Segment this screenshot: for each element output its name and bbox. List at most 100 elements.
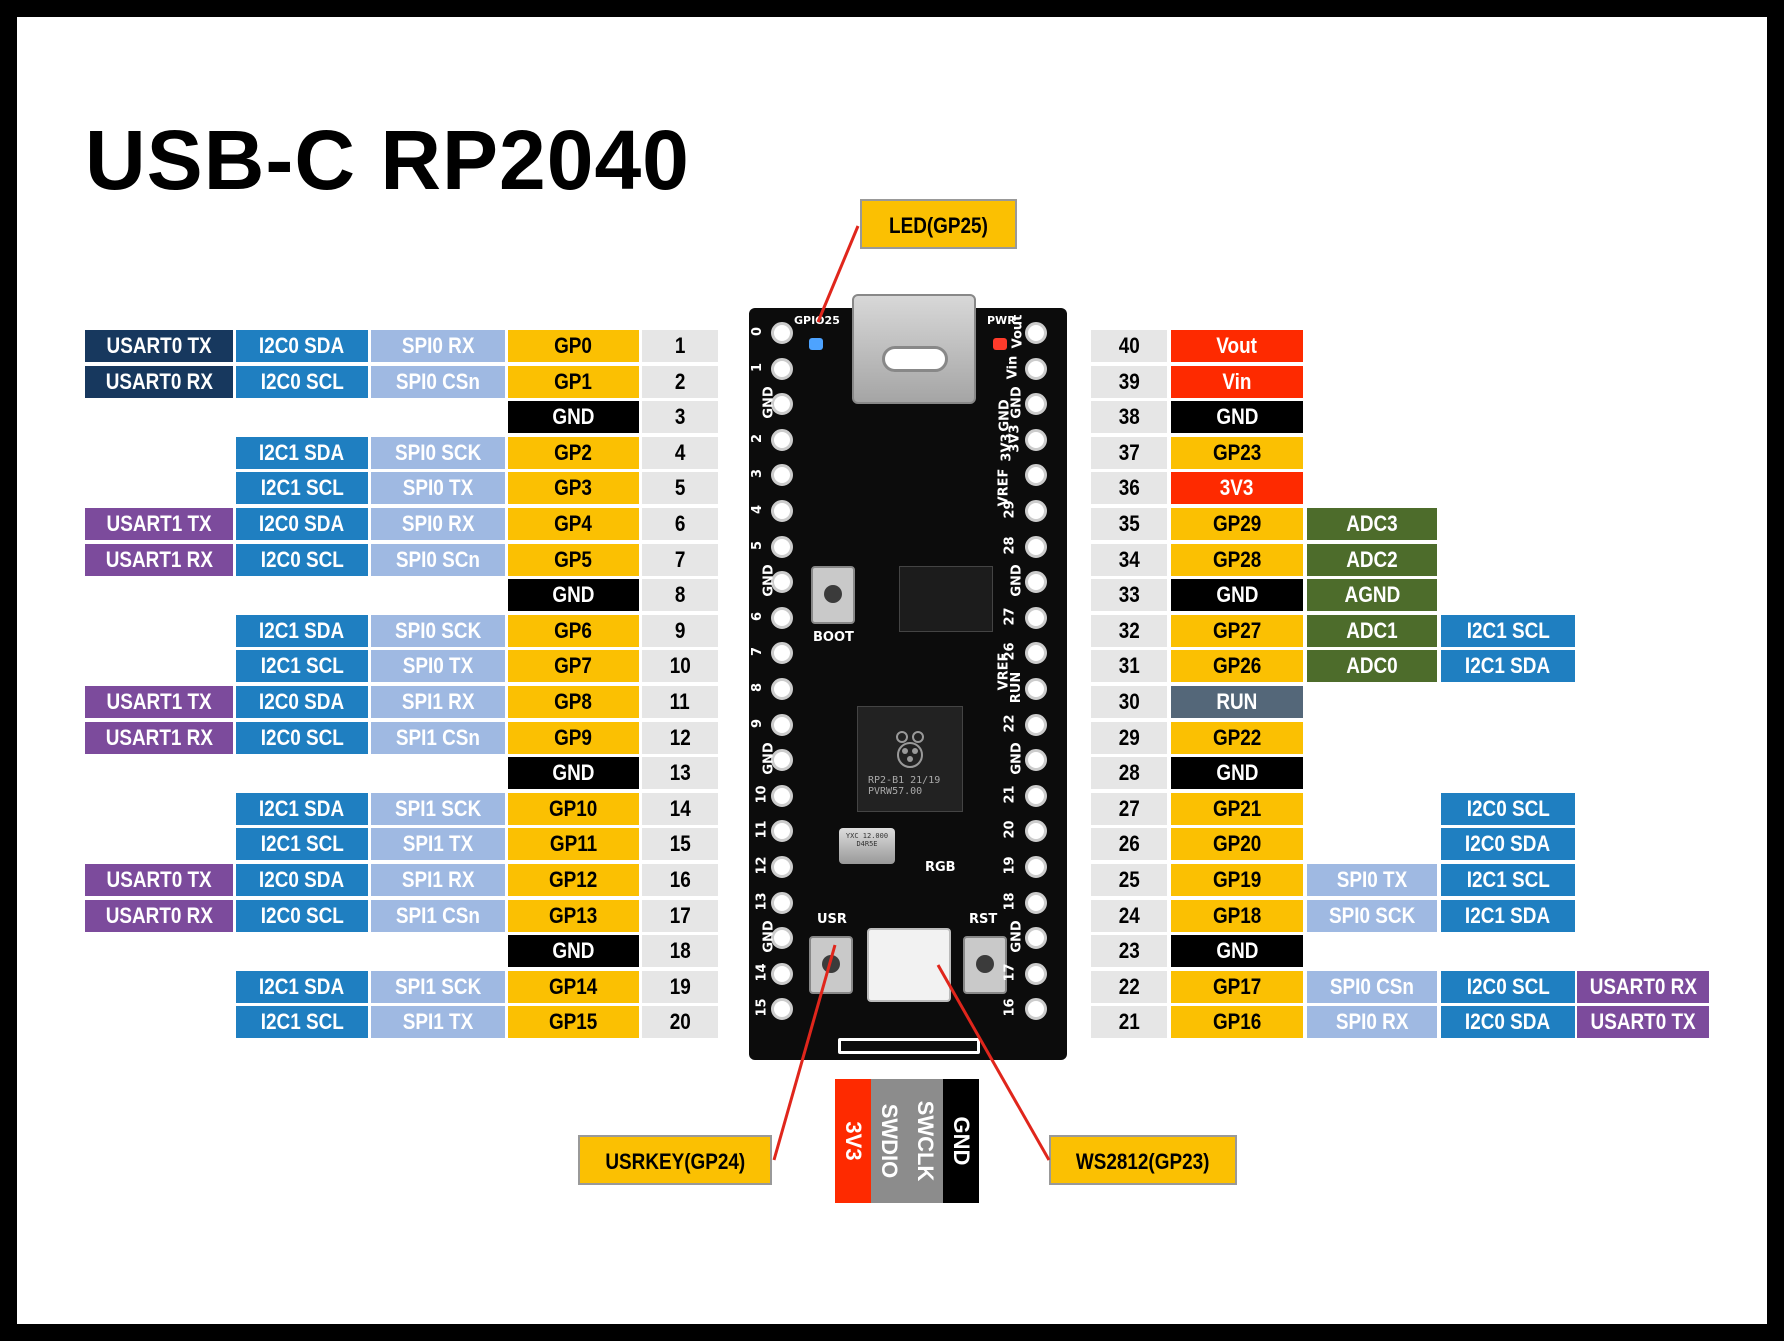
left-pin-spi-9: SPI0 SCK [371,614,505,647]
right-pin-usart-21: USART0 TX [1577,1006,1709,1039]
callout-usrkey-gp24: USRKEY(GP24) [578,1135,772,1185]
left-pin-i2c-15: I2C1 SCL [236,828,368,861]
right-pin-main-29: GP22 [1171,721,1303,754]
left-pin-usart-12: USART1 RX [85,721,233,754]
page-title: USB-C RP2040 [85,113,690,207]
right-silk-label: GND [1009,920,1025,953]
left-header-hole [771,713,793,736]
right-pin-main-24: GP18 [1171,899,1303,932]
left-pin-usart-6: USART1 TX [85,508,233,540]
left-pin-usart-2: USART0 RX [85,365,233,398]
right-pin-adc-33: AGND [1307,579,1437,612]
right-pin-number-25: 25 [1091,864,1167,896]
left-header-hole [771,535,793,558]
right-silk-label: 22 [1002,714,1018,733]
right-header-hole [1025,784,1047,807]
left-pin-spi-11: SPI1 RX [371,686,505,718]
left-pin-spi-2: SPI0 CSn [371,365,505,398]
left-header-hole [771,678,793,700]
right-pin-adc-31: ADC0 [1307,650,1437,683]
left-pin-usart-17: USART0 RX [85,899,233,932]
right-pin-number-35: 35 [1091,508,1167,540]
left-pin-number-2: 2 [642,365,718,398]
right-pin-main-25: GP19 [1171,864,1303,896]
left-pin-gpio-7: GP5 [508,543,639,576]
right-pin-number-39: 39 [1091,365,1167,398]
right-header-hole [1025,500,1047,522]
right-pin-adc-32: ADC1 [1307,614,1437,647]
left-pin-usart-7: USART1 RX [85,543,233,576]
left-pin-gpio-12: GP9 [508,721,639,754]
right-pin-number-38: 38 [1091,401,1167,434]
left-header-hole [771,357,793,380]
right-silk-label: 21 [1002,785,1018,804]
left-header-hole [771,571,793,594]
right-silk-label: 16 [1002,998,1018,1017]
left-pin-gpio-8: GND [508,579,639,612]
left-pin-gpio-11: GP8 [508,686,639,718]
right-pin-main-38: GND [1171,401,1303,434]
swd-label-swclk: SWCLK [907,1079,943,1203]
left-silk-label: 8 [750,682,766,693]
right-pin-main-34: GP28 [1171,543,1303,576]
left-pin-i2c-6: I2C0 SDA [236,508,368,540]
swd-label-swdio: SWDIO [871,1079,907,1203]
left-pin-gpio-13: GND [508,757,639,790]
right-silk-label: 28 [1002,536,1018,555]
right-pin-main-26: GP20 [1171,828,1303,861]
usb-c-slot [882,346,948,372]
right-header-hole [1025,891,1047,914]
right-header-hole [1025,749,1047,772]
left-pin-usart-1: USART0 TX [85,330,233,362]
left-pin-number-4: 4 [642,436,718,469]
right-pin-number-32: 32 [1091,614,1167,647]
left-pin-gpio-17: GP13 [508,899,639,932]
left-header-hole [771,500,793,522]
left-pin-number-7: 7 [642,543,718,576]
boot-button[interactable] [811,566,855,624]
left-pin-spi-17: SPI1 CSn [371,899,505,932]
right-pin-main-22: GP17 [1171,970,1303,1003]
rst-button[interactable] [963,936,1007,994]
left-silk-label: GND [761,386,777,419]
right-header-hole [1025,642,1047,665]
usb-c-connector [852,294,976,404]
callout-led-gp25: LED(GP25) [860,199,1017,249]
left-pin-gpio-6: GP4 [508,508,639,540]
left-silk-label: 4 [750,504,766,515]
left-pin-i2c-14: I2C1 SDA [236,792,368,825]
right-header-hole [1025,571,1047,594]
left-silk-label: 3 [750,469,766,479]
right-header-hole [1025,535,1047,558]
left-silk-label: 12 [754,856,770,875]
right-pin-i2c-24: I2C1 SDA [1441,899,1575,932]
right-pin-main-35: GP29 [1171,508,1303,540]
left-header-hole [771,962,793,985]
right-silk-label: Vin [1005,355,1021,379]
left-pin-gpio-18: GND [508,935,639,968]
left-silk-label: 11 [754,820,770,839]
right-pin-i2c-21: I2C0 SDA [1441,1006,1575,1039]
right-silk-label: GND [1009,564,1025,597]
left-pin-spi-4: SPI0 SCK [371,436,505,469]
left-pin-i2c-20: I2C1 SCL [236,1006,368,1039]
crystal-oscillator: YXC 12.000 D4R5E [839,828,895,864]
left-pin-spi-20: SPI1 TX [371,1006,505,1039]
left-header-hole [771,464,793,487]
left-pin-gpio-16: GP12 [508,864,639,896]
left-header-hole [771,322,793,344]
right-silk-label: 27 [1002,607,1018,626]
usr-button[interactable] [809,936,853,994]
right-pin-main-40: Vout [1171,330,1303,362]
right-pin-number-37: 37 [1091,436,1167,469]
left-header-hole [771,891,793,914]
left-pin-number-13: 13 [642,757,718,790]
left-silk-label: 15 [754,998,770,1017]
left-pin-i2c-5: I2C1 SCL [236,472,368,505]
left-pin-spi-6: SPI0 RX [371,508,505,540]
right-header-hole [1025,464,1047,487]
right-pin-main-27: GP21 [1171,792,1303,825]
flash-chip [899,566,993,632]
left-pin-spi-14: SPI1 SCK [371,792,505,825]
left-silk-label: 7 [750,647,766,657]
